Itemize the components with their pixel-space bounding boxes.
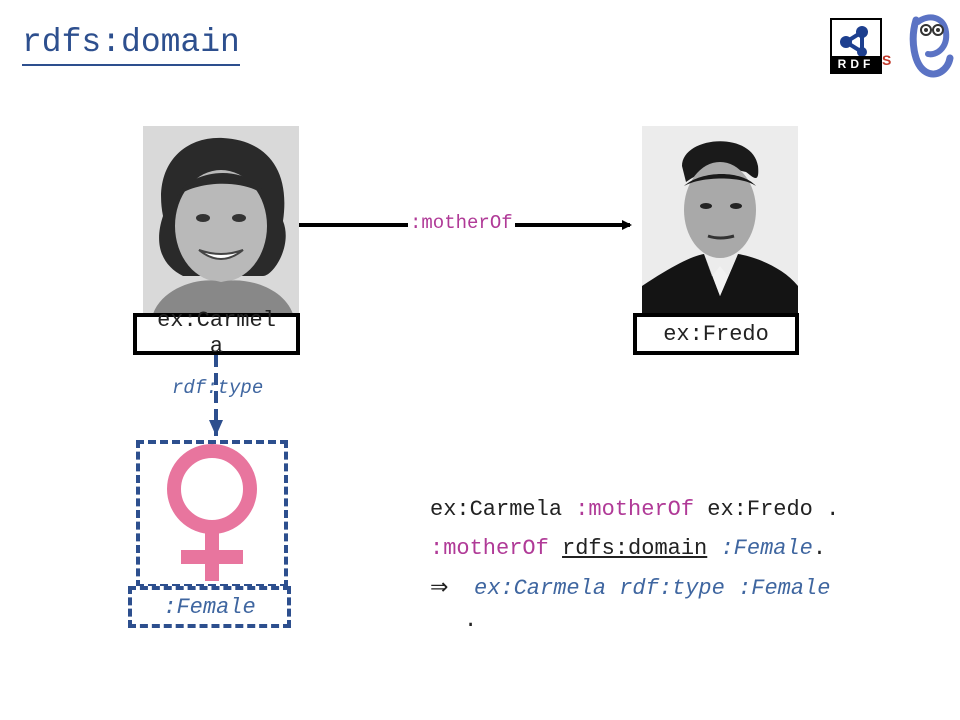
- rdf-type-label: rdf:type: [172, 377, 264, 399]
- line1-dot: .: [826, 497, 840, 522]
- line2-dot: .: [812, 536, 827, 561]
- fredo-photo: [642, 126, 798, 314]
- carmela-photo: [143, 126, 299, 314]
- mother-of-label: :motherOf: [408, 212, 515, 234]
- fredo-label: ex:Fredo: [663, 321, 769, 347]
- carmela-label: ex:Carmela: [157, 308, 276, 359]
- line2-predicate: rdfs:domain: [562, 536, 708, 561]
- inference-line: ⇒ ex:Carmela rdf:type :Female .: [430, 568, 930, 634]
- line1-subject: ex:Carmela: [430, 497, 563, 522]
- carmela-node: ex:Carmela: [133, 308, 300, 359]
- line2-subject: :motherOf: [430, 536, 549, 561]
- triple-line-1: ex:Carmela :motherOf ex:Fredo .: [430, 490, 839, 529]
- line1-object: ex:Fredo: [707, 497, 813, 522]
- rdf-logo-text: RDF: [832, 56, 880, 72]
- rdfs-suffix: S: [882, 52, 892, 68]
- female-node: :Female: [128, 586, 291, 628]
- triple-line-2: :motherOf rdfs:domain :Female.: [430, 529, 826, 568]
- slide-title: rdfs:domain: [22, 24, 240, 66]
- female-label: :Female: [163, 594, 256, 620]
- line1-predicate: :motherOf: [575, 497, 695, 522]
- fredo-node: ex:Fredo: [633, 313, 799, 355]
- rdf-graph-icon: [840, 26, 868, 57]
- rdf-logo: RDF: [830, 18, 882, 74]
- implies-icon: ⇒: [430, 575, 449, 600]
- line2-object: :Female: [720, 536, 813, 561]
- female-class-box: [136, 440, 288, 588]
- inference-dot: .: [464, 608, 478, 633]
- owl-logo-icon: [909, 14, 954, 78]
- inferred-triple: ex:Carmela rdf:type :Female: [474, 576, 831, 601]
- female-symbol-icon: [167, 444, 257, 581]
